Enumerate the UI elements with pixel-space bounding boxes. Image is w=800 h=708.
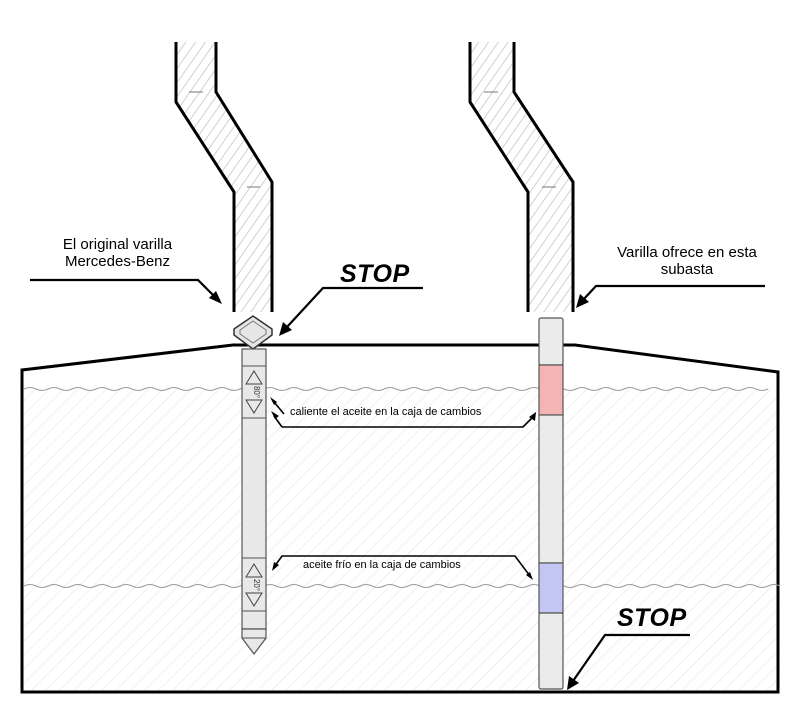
- hot-oil-leader-left: [273, 401, 285, 415]
- original-dipstick-tip: [241, 628, 267, 655]
- oil-volume: [23, 389, 777, 691]
- stop-left-leader: [286, 286, 423, 328]
- offered-dipstick-hot-band: [538, 364, 564, 416]
- original-dipstick-shaft: [241, 348, 267, 630]
- hot-oil-level-line: [23, 387, 769, 391]
- offered-dipstick-bottom-segment: [538, 612, 564, 690]
- offered-dipstick: [538, 317, 564, 690]
- stop-left-label: STOP: [340, 260, 410, 288]
- cold-mark-label: 20°: [252, 579, 261, 591]
- cold-oil-label: aceite frío en la caja de cambios: [303, 559, 461, 571]
- offered-dipstick-top-segment: [538, 317, 564, 366]
- cold-oil-level-line: [23, 584, 781, 588]
- housing-outline: [20, 343, 780, 694]
- hot-mark-label: 80°: [252, 386, 261, 398]
- original-label-leader: [30, 278, 216, 298]
- left-filler-tube: [174, 42, 274, 312]
- cold-oil-leader: [273, 555, 531, 577]
- cold-level-marker: 20°: [245, 563, 263, 607]
- oil-level-lines: [23, 387, 781, 588]
- hot-level-marker: 80°: [245, 370, 263, 414]
- offered-dipstick-middle-segment: [538, 414, 564, 564]
- stop-right-label: STOP: [617, 604, 687, 632]
- original-dipstick: 80° 20°: [233, 315, 273, 655]
- offered-label-leader: [582, 284, 765, 301]
- transmission-housing: [20, 343, 780, 694]
- callout-lines: [30, 278, 765, 690]
- offered-dipstick-cold-band: [538, 562, 564, 614]
- stop-right-leader: [572, 633, 690, 682]
- hot-oil-label: caliente el aceite en la caja de cambios: [290, 406, 482, 418]
- original-dipstick-label: El original varilla Mercedes-Benz: [62, 236, 173, 271]
- right-filler-tube: [468, 42, 575, 312]
- original-dipstick-stopper: [233, 315, 273, 350]
- offered-dipstick-label: Varilla ofrece en esta subasta: [617, 244, 757, 279]
